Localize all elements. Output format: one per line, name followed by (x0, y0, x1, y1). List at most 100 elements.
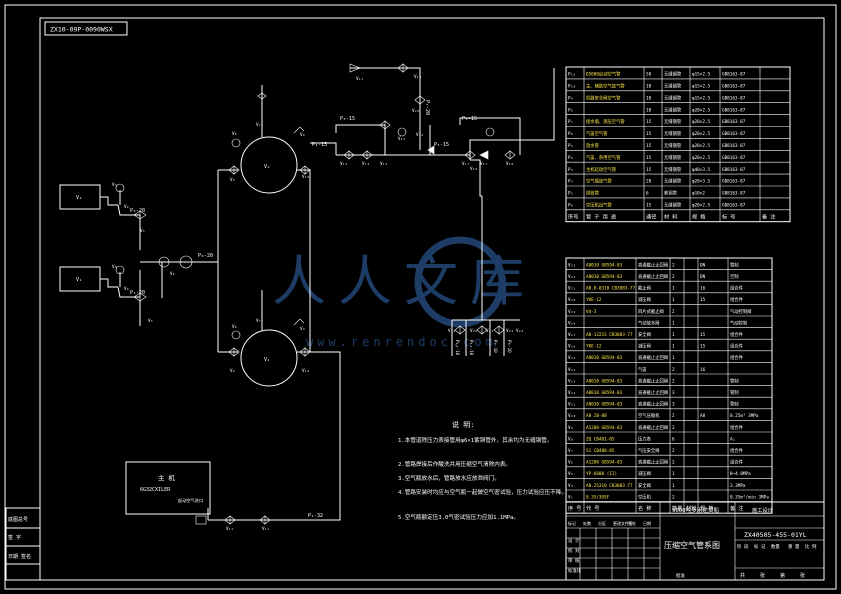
pipe-table-cell: φ20×2.5 (692, 107, 711, 113)
pipe-table-cell: 气笛、杂用空气管 (586, 154, 621, 161)
valve-table-cell: V₇ (568, 448, 573, 454)
outer-frame (4, 4, 837, 590)
valve-table-header-cell: 数量 (672, 504, 682, 512)
pipe-label-p15b: P₄-15 (312, 142, 327, 148)
drawing-code: ZX10-09P-0090WSX (50, 26, 113, 34)
valve-table-cell: A8 28-88 (586, 413, 607, 419)
valve-table-cell: 组合件 (730, 424, 744, 431)
valve-code-b10: V₉ (300, 326, 305, 331)
pipe-table-cell: 无缝钢管 (664, 201, 682, 208)
pipe-table-cell: GB8163-87 (722, 119, 746, 125)
valve-table-cell: 1 (672, 332, 675, 338)
valve-code-c8: V₁₈ (506, 161, 514, 166)
check-valve-1 (479, 150, 489, 160)
drawing-title: 压缩空气管系图 (664, 540, 720, 550)
pipe-table-header-cell: 规 格 (692, 212, 706, 220)
pipe-label-p15c: P₅-15 (434, 142, 449, 148)
pipe-table-cell: 无缝钢管 (664, 166, 682, 173)
valve-table-cell: ZQ CB481-85 (586, 436, 615, 442)
pipe-table-cell: P₁₁ (568, 72, 576, 78)
pipe-table-cell: 15 (646, 119, 652, 125)
valve-table-cell: A₁ (730, 436, 735, 442)
pipe-table-cell: 15 (646, 155, 652, 161)
pipe-table-cell: 15 (646, 167, 652, 173)
valve-table-cell: V₁₂ (568, 390, 576, 396)
pipe-table-cell: 无缝钢管 (664, 94, 682, 101)
valve-code-tr2: V₂₀ (412, 108, 420, 113)
revision-header-cell: 更改文件号 (613, 520, 633, 526)
revision-header-cell: 日期 (643, 520, 651, 526)
valve-table-cell: 减压阀 (638, 343, 651, 350)
notes-block: 说 明: 1.本管道除压力表接管用φ6×1紫铜管外，其余均为无缝钢管。 2.管路… (398, 420, 567, 521)
watermark-brand: 人人文库 (272, 250, 536, 313)
valve-bowtie-group (133, 63, 516, 525)
valve-code-c3: V₁₄ (380, 161, 388, 166)
valve-table-cell: V₁₀ (568, 413, 576, 419)
valve-code-b4: V₁₀ (302, 174, 310, 179)
air-receiver-1 (240, 136, 298, 194)
pipe-table-cell: D5000启动空气管 (586, 71, 621, 78)
pressure-gauge-1 (115, 183, 125, 193)
valve-table-cell: V₁₇ (568, 332, 576, 338)
valve-code-e2: V₁₁ (262, 526, 270, 531)
pressure-gauge-3 (231, 138, 241, 148)
sheet-cell: 共 (740, 572, 745, 579)
pipe-table-cell: 10 (646, 83, 652, 89)
pressure-gauge-2 (115, 265, 125, 275)
valve-table-cell: 空气压缩机 (638, 412, 660, 419)
valve-table-cell: 2 (672, 378, 675, 384)
valve-table-header-cell: 备 注 (730, 504, 744, 512)
valve-code-b6: V₈ (232, 324, 237, 329)
valve-code-d3: V₂₁ (486, 328, 494, 333)
valve-table-cell: V₁ (568, 494, 573, 500)
pipe-table-cell: 主机起动空气管 (586, 166, 617, 173)
pressure-gauge-5 (397, 127, 407, 137)
pipe-table-cell: φ20×2.5 (692, 143, 711, 149)
valve-table-header-cell: 规 格 (700, 504, 714, 512)
revision-header-cell: 处数 (583, 520, 591, 526)
valve-table-cell: 3.3MPa (730, 483, 746, 489)
pipe-table-cell: 15 (646, 143, 652, 149)
valve-table-cell: V₁₈ (568, 320, 576, 326)
valve-table-cell: 2 (672, 262, 675, 268)
design-stage: 施工设计 (752, 506, 773, 514)
valve-table-cell: 管制 (730, 389, 739, 396)
valve-table-cell: V₉ (568, 425, 573, 431)
role-cell: 校 对 (568, 547, 580, 554)
valve-table-cell: 管制 (730, 261, 739, 268)
valve-table-cell: 安全阀 (638, 482, 651, 489)
pipe-table-header-cell: 备 注 (762, 212, 776, 220)
valve-table-cell: 1 (672, 320, 675, 326)
pipe-table-cell: P₇ (568, 119, 573, 125)
pipe-table-cell: GB8163-87 (722, 95, 746, 101)
pipe-table-cell: 无缝钢管 (664, 106, 682, 113)
note-3: 3.空气瓶放水后，管路放水应放泄阀门。 (398, 474, 500, 482)
valve-table-cell: 减压阀 (638, 296, 651, 303)
stage-cell: 数量 (771, 543, 780, 550)
pipe-table-cell: P₈ (568, 107, 573, 113)
approval-cell: 批准 (676, 572, 685, 579)
valve-table-cell: 组合件 (730, 459, 744, 466)
left-margin-label-3: 日期 签名 (8, 553, 31, 560)
pipe-table-cell: P₁₀ (568, 83, 576, 89)
pipe-label-p10a: P₁₀-10 (455, 340, 460, 356)
valve-table-cell: 管制 (730, 401, 739, 408)
pressure-gauge-4 (231, 330, 241, 340)
valve-table-cell: 管制 (730, 377, 739, 384)
valve-table-cell: A1200 GB594-83 (586, 425, 623, 431)
pipe-label-p15a: P₃-15 (340, 116, 355, 122)
valve-code-a5: V₅ (140, 228, 145, 233)
valve-table-cell: Vd-3 (586, 309, 597, 315)
stage-cell: 比 例 (805, 543, 817, 550)
pipe-table-cell: 15 (646, 131, 652, 137)
pipe-table-cell: GB8163-87 (722, 72, 746, 78)
valve-table-cell: A8010 GB594-83 (586, 262, 623, 268)
pipe-label-p20c: P₀-20 (198, 253, 213, 259)
pipe-table-cell: P₄ (568, 155, 573, 161)
pipe-table-cell: GB8163-87 (722, 167, 746, 173)
valve-table-cell: V₂₁ (568, 286, 576, 292)
pipe-label-p20h: P₇-20 (424, 100, 430, 115)
